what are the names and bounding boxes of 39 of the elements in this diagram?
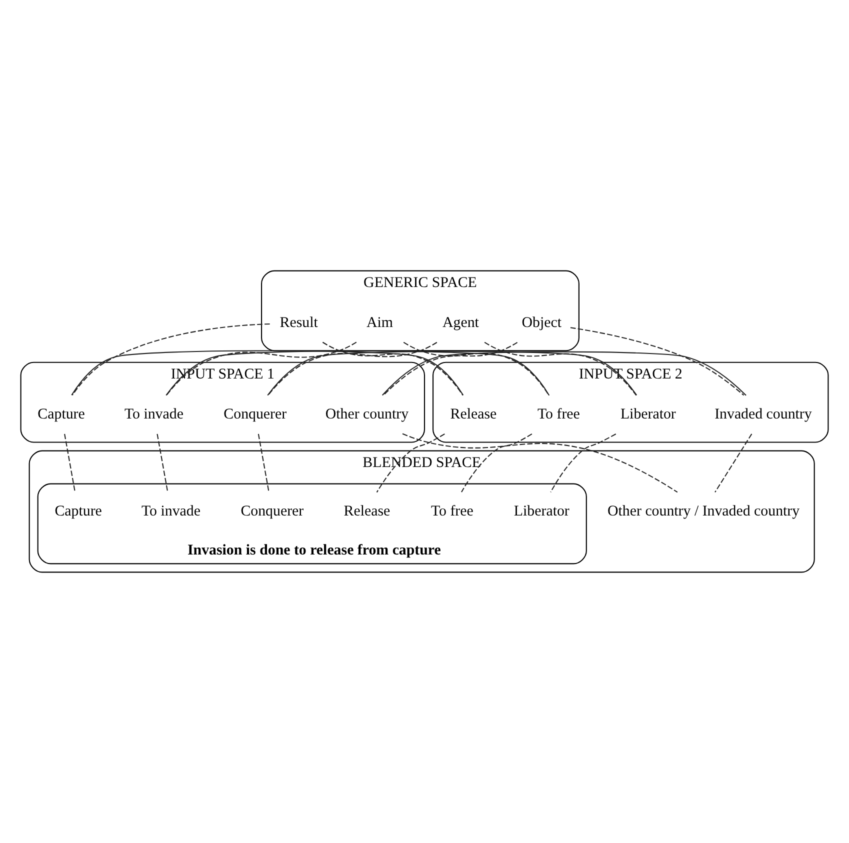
node-text: To free bbox=[538, 406, 580, 423]
node-text: To invade bbox=[142, 503, 200, 520]
connector bbox=[166, 342, 357, 396]
connector bbox=[570, 327, 744, 396]
node-text: Conquerer bbox=[240, 503, 304, 520]
node-text: Liberator bbox=[514, 503, 570, 520]
node-text: Object bbox=[522, 314, 562, 331]
node-text: Liberator bbox=[620, 406, 676, 423]
connector bbox=[72, 323, 270, 396]
connector bbox=[403, 342, 550, 396]
node-text: Conquerer bbox=[224, 406, 287, 423]
connector bbox=[461, 433, 532, 492]
node-text: Other country / Invaded country bbox=[608, 503, 800, 520]
connector bbox=[484, 342, 637, 396]
connector bbox=[382, 351, 746, 396]
connector bbox=[64, 434, 76, 492]
node-text: Agent bbox=[442, 314, 479, 331]
connector bbox=[166, 350, 550, 396]
connector bbox=[402, 433, 678, 493]
connector bbox=[376, 433, 445, 493]
connector bbox=[714, 434, 752, 492]
connector bbox=[258, 434, 270, 492]
connector bbox=[71, 350, 464, 396]
node-text: Capture bbox=[38, 406, 85, 423]
connector bbox=[322, 342, 464, 396]
node-text: Other country bbox=[325, 406, 409, 423]
node-text: Aim bbox=[366, 314, 394, 331]
connector bbox=[550, 434, 616, 492]
connector bbox=[156, 434, 168, 492]
connector bbox=[383, 342, 518, 396]
connector bbox=[267, 350, 638, 396]
connector bbox=[268, 342, 438, 396]
node-text: Release bbox=[344, 503, 390, 520]
node-text: Invaded country bbox=[714, 406, 812, 423]
node-text: Release bbox=[450, 406, 497, 423]
node-text: To invade bbox=[124, 406, 184, 423]
node-text: Capture bbox=[54, 503, 102, 520]
node-text: To free bbox=[430, 503, 474, 520]
node-text: Result bbox=[280, 314, 318, 331]
